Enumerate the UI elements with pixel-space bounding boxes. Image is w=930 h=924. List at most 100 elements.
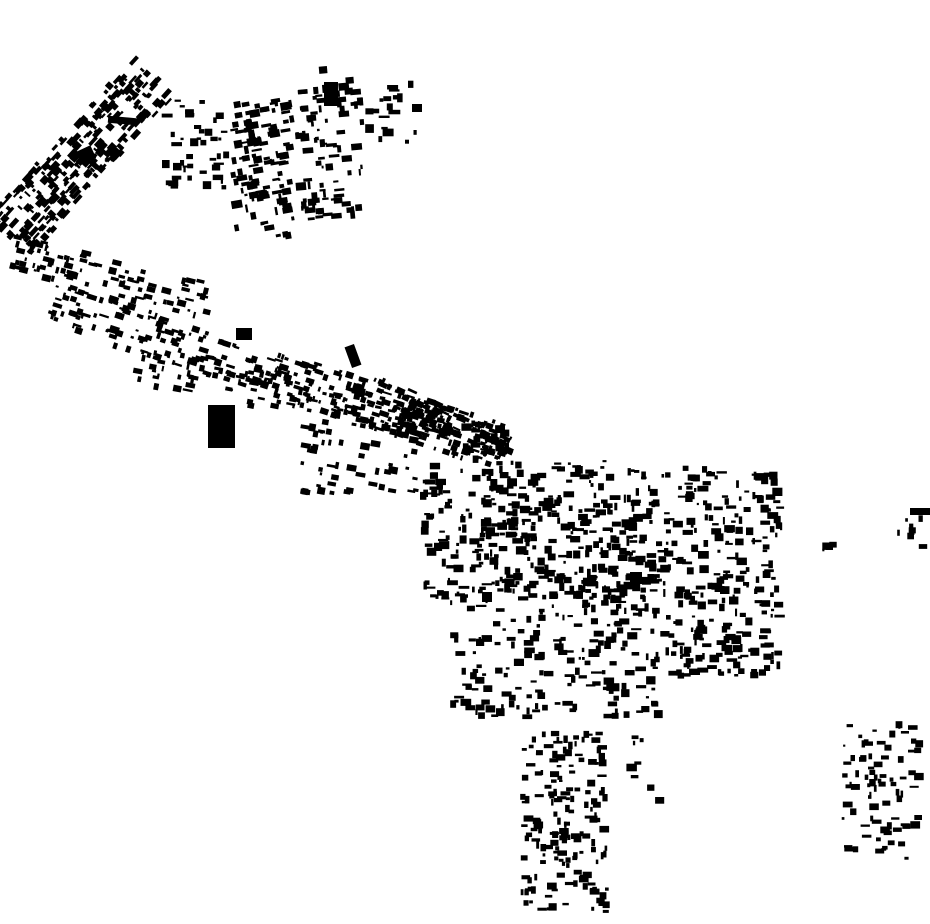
building (197, 336, 205, 343)
building (75, 145, 97, 165)
building (554, 856, 559, 861)
building (657, 578, 662, 582)
building (530, 525, 536, 531)
building (544, 571, 555, 577)
building (146, 93, 153, 99)
building (680, 654, 683, 659)
building (635, 488, 639, 496)
building (559, 835, 568, 841)
building (311, 192, 318, 200)
building (235, 374, 240, 379)
building (685, 491, 694, 496)
building (855, 770, 859, 778)
building (484, 553, 489, 560)
building (559, 638, 562, 645)
building (506, 636, 516, 641)
building (623, 711, 630, 718)
building (589, 530, 597, 533)
building (592, 681, 601, 686)
building (822, 542, 833, 550)
building (689, 668, 700, 675)
building (554, 643, 564, 651)
building (451, 556, 457, 559)
building (650, 659, 656, 667)
building (128, 75, 138, 85)
building (68, 186, 78, 196)
building (512, 538, 524, 544)
building (346, 207, 353, 214)
building (612, 543, 621, 551)
building (122, 307, 128, 314)
building (623, 581, 635, 590)
building (686, 485, 693, 490)
building (524, 795, 530, 804)
building (719, 603, 725, 612)
building (530, 562, 534, 569)
building (297, 399, 301, 406)
building (604, 845, 608, 851)
building (598, 898, 604, 906)
building (452, 412, 463, 420)
building (544, 545, 552, 554)
building (918, 544, 928, 549)
building (543, 670, 554, 677)
building (466, 424, 470, 429)
building (300, 488, 311, 496)
building (284, 379, 294, 386)
building (895, 788, 900, 796)
building (185, 277, 196, 285)
building (868, 753, 873, 760)
building (351, 387, 360, 395)
building (588, 649, 600, 657)
building (231, 342, 237, 348)
building (112, 342, 119, 350)
building (472, 550, 479, 554)
building (140, 269, 147, 275)
building (510, 618, 516, 622)
building (593, 541, 599, 548)
building (521, 518, 531, 522)
building (752, 492, 756, 500)
building (139, 67, 145, 73)
building (603, 594, 609, 601)
building (590, 806, 593, 812)
building (744, 490, 750, 493)
building (438, 486, 443, 495)
building (191, 359, 196, 364)
building (161, 365, 165, 372)
building (284, 356, 289, 361)
building (466, 423, 473, 431)
building (41, 273, 52, 283)
building (504, 578, 515, 585)
building (632, 740, 636, 746)
building (86, 183, 91, 188)
building (454, 593, 465, 597)
building (651, 687, 656, 691)
building (716, 652, 723, 657)
building (762, 570, 771, 578)
building (483, 468, 494, 475)
building (477, 543, 482, 548)
building (908, 725, 918, 730)
building (259, 105, 270, 113)
building (860, 824, 870, 827)
building (307, 198, 317, 206)
building (517, 629, 525, 634)
building (557, 775, 563, 780)
building (334, 188, 345, 192)
building (528, 593, 538, 598)
building (559, 582, 565, 591)
building (319, 472, 323, 476)
building (695, 585, 706, 590)
building (574, 571, 578, 575)
building (520, 855, 528, 861)
building (743, 582, 750, 586)
building (567, 834, 571, 840)
building (307, 217, 315, 221)
building (574, 466, 583, 474)
building (282, 119, 289, 124)
building (108, 333, 118, 340)
building (731, 636, 742, 645)
building (496, 708, 505, 717)
building (652, 565, 655, 569)
